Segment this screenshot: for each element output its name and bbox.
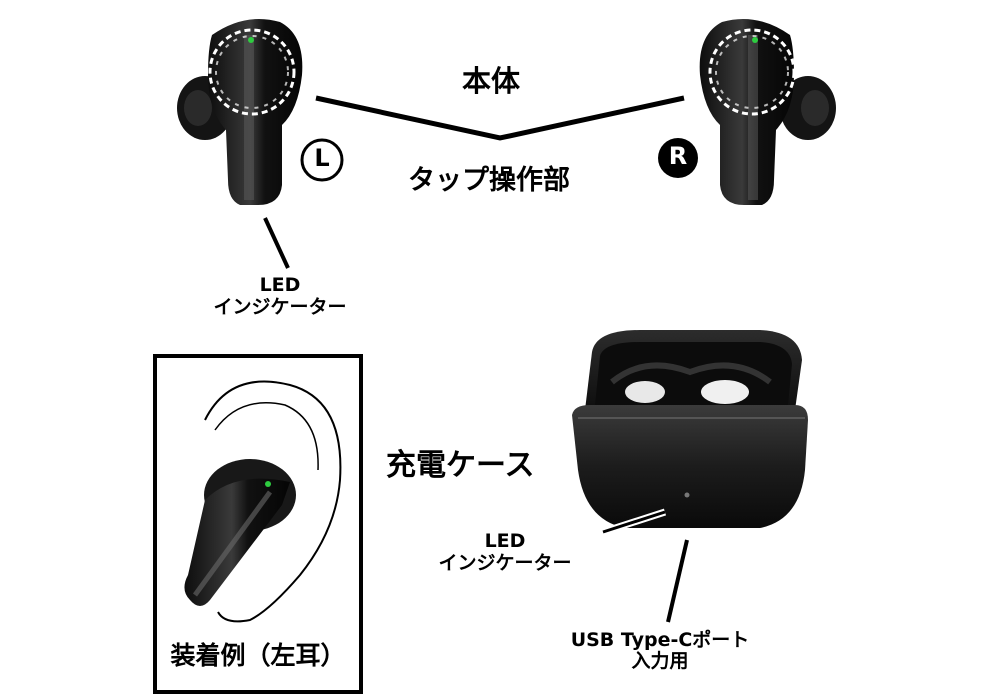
earbud-led-label-line2: インジケーター (213, 296, 347, 318)
tap-area-pointer-lines (315, 95, 685, 141)
case-slot-right (701, 380, 749, 404)
right-earbud-body (699, 18, 794, 206)
charging-case-label: 充電ケース (386, 448, 535, 483)
left-earbud (177, 18, 303, 206)
case-led-pointer (602, 510, 666, 534)
case-led-label-line1: LED (484, 530, 526, 552)
left-tap-area-marker (208, 28, 296, 116)
right-tap-area-marker (708, 28, 796, 116)
earbud-led-label-line1: LED (259, 274, 301, 296)
body-label: 本体 (462, 64, 521, 98)
right-mark: R (668, 142, 688, 170)
right-earbud-highlight (748, 35, 758, 200)
right-mark-circle (658, 138, 698, 178)
usb-port-label-line2: 入力用 (631, 650, 689, 672)
wear-example-frame (153, 354, 363, 694)
case-led-label: LED インジケーター (410, 530, 600, 574)
ear-outline (204, 380, 342, 623)
charging-case (572, 330, 808, 528)
left-earbud-body (208, 18, 303, 206)
left-led-dot (248, 37, 254, 43)
case-body (572, 405, 808, 528)
case-led-label-line2: インジケーター (438, 552, 572, 574)
right-earbud (699, 18, 836, 206)
earbud-led-pointer (263, 217, 290, 269)
usb-port-label: USB Type-Cポート 入力用 (530, 630, 790, 672)
usb-port-pointer (666, 539, 689, 623)
wear-example-label: 装着例（左耳） (170, 641, 346, 670)
right-led-dot (752, 37, 758, 43)
left-mark-circle (300, 138, 344, 182)
left-earbud-highlight (244, 35, 254, 200)
case-led-dot (684, 492, 690, 498)
left-mark: L (314, 144, 330, 172)
case-slot-left (625, 381, 665, 403)
wearing-led-dot (265, 481, 271, 487)
earbud-led-label: LED インジケーター (200, 274, 360, 318)
tap-area-label: タップ操作部 (408, 165, 570, 196)
wearing-earbud (184, 459, 296, 606)
usb-port-label-line1: USB Type-Cポート (570, 629, 750, 651)
